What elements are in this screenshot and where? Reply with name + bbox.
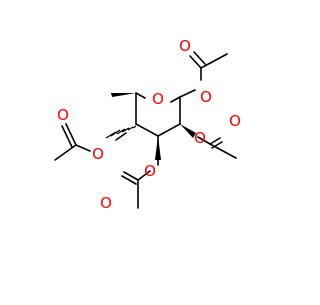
acetyl3-carbonyl-oxygen-label: O: [100, 194, 112, 212]
bond-acylC1-methyl: [200, 53, 228, 69]
c2-oxygen-label: O: [194, 129, 206, 147]
bond-O4-hint: [115, 132, 127, 141]
bond-acylC4-carbonylO-double: [61, 125, 73, 148]
ring-oxygen-label: O: [152, 90, 164, 108]
hash-c4-O4: [105, 125, 137, 139]
bond-c3-c4: [135, 123, 159, 137]
bond-ringO-c1: [170, 96, 181, 103]
wedge-c3-O3: [155, 136, 161, 160]
c3-oxygen-label: O: [144, 162, 156, 180]
bond-acylC2-carbonylO: [209, 137, 221, 145]
molecule-drawing: O O O O O O O O O: [54, 37, 241, 212]
anomeric-oxygen-label: O: [200, 88, 212, 106]
bonds: [54, 51, 237, 209]
bond-acylC1-carbonylO-double: [193, 51, 206, 65]
bond-c5-ringO: [135, 92, 146, 99]
acetyl2-carbonyl-oxygen-label: O: [229, 112, 241, 130]
wedge-c5-methyl: [111, 93, 136, 97]
bond-O2-acylC2: [197, 136, 211, 145]
bond-O4-acylC4: [75, 144, 91, 152]
bond-c2-c3: [157, 123, 181, 137]
bond-c1-O1: [179, 89, 196, 98]
bond-acylC4-carbonylO: [65, 123, 77, 146]
c4-oxygen-label: O: [92, 145, 104, 163]
bond-acylC2-carbonylO-double: [211, 141, 223, 149]
bond-acylC4-methyl: [54, 144, 77, 161]
bond-acylC1-carbonylO: [189, 55, 202, 69]
bond-acylC3-carbonylO: [123, 171, 139, 181]
acetyl1-carbonyl-oxygen-label: O: [179, 37, 191, 55]
stereo-bonds: [105, 93, 196, 160]
acetyl4-carbonyl-oxygen-label: O: [57, 106, 69, 124]
wedge-c2-O2: [180, 124, 196, 138]
structure-diagram: O O O O O O O O O: [54, 37, 241, 212]
bond-acylC3-carbonylO-double: [121, 175, 137, 185]
bond-O3-acylC3: [137, 170, 151, 181]
bond-acylC2-methyl: [209, 143, 237, 159]
oxygen-labels: O O O O O O O O O: [57, 37, 241, 212]
